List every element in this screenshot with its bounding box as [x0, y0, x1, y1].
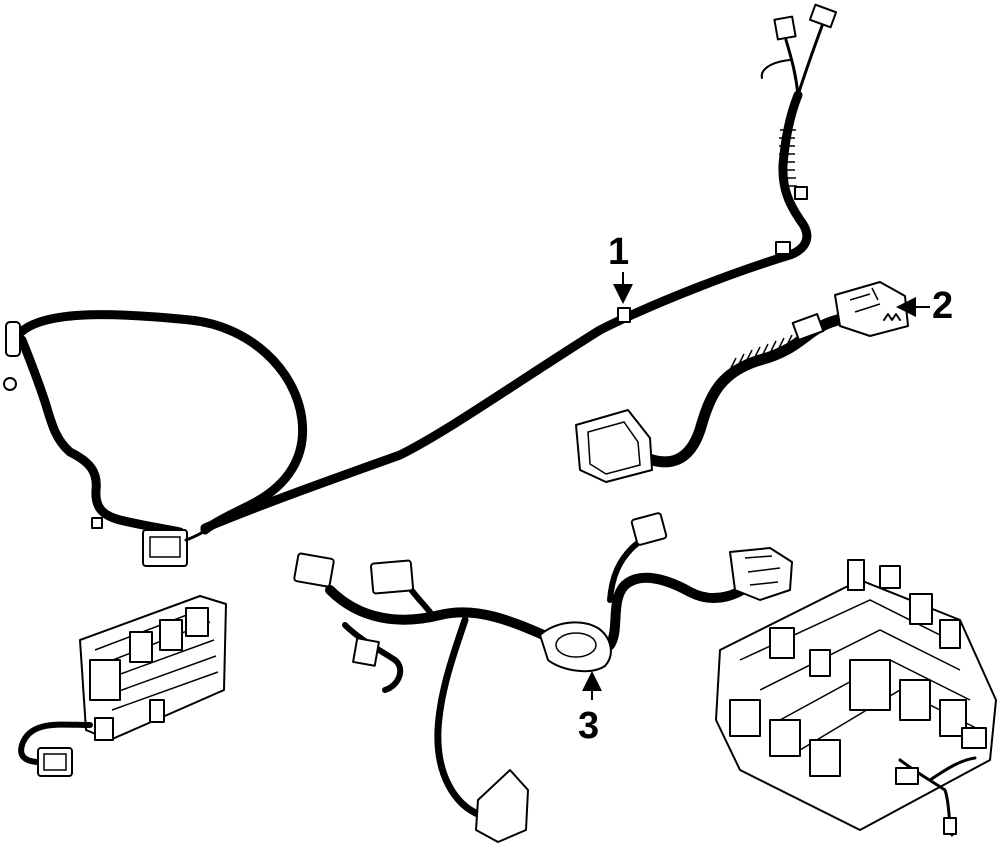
callout-label-3: 3 [578, 705, 599, 747]
wiring-harness-2 [575, 281, 909, 483]
callout-3: 3 [578, 671, 602, 747]
wiring-harness-main [3, 3, 838, 567]
callout-label-1: 1 [608, 231, 629, 273]
junction-block-left [18, 595, 227, 777]
control-unit-right [715, 559, 997, 837]
callout-2: 2 [896, 285, 953, 327]
callout-1: 1 [608, 231, 633, 304]
callout-label-2: 2 [932, 285, 953, 327]
wiring-harness-3 [293, 512, 793, 843]
